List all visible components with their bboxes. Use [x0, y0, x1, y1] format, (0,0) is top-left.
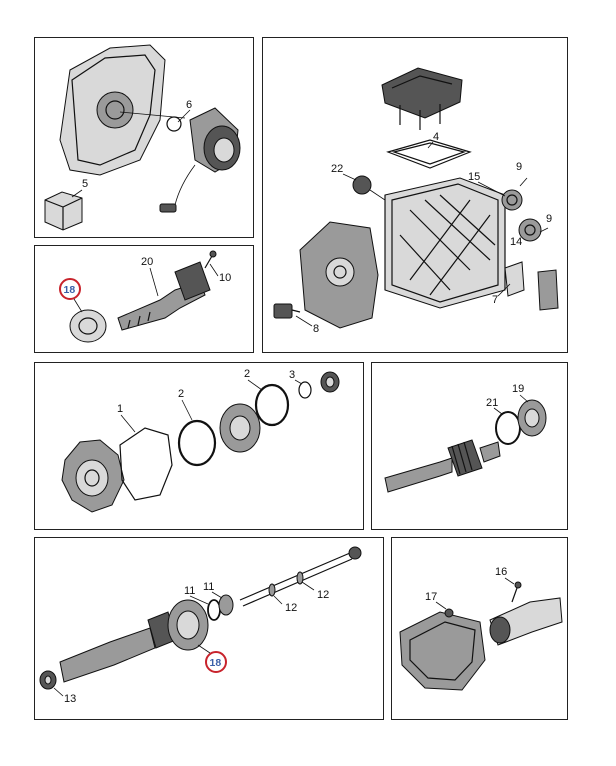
callout-7: 7 — [492, 294, 498, 306]
callout-18-top: 18 — [64, 284, 76, 296]
callout-21: 21 — [486, 397, 498, 409]
panel-output-shaft — [34, 537, 384, 720]
lubricant-box-part — [44, 191, 83, 231]
callout-10: 10 — [219, 272, 231, 284]
bolt-part-17 — [444, 608, 454, 618]
bolt-part-10 — [204, 250, 217, 269]
callout-3: 3 — [289, 369, 295, 381]
callout-12a: 12 — [285, 602, 297, 614]
callout-12b: 12 — [317, 589, 329, 601]
retainer-part-14 — [518, 218, 542, 242]
snap-rings-part-11 — [207, 594, 234, 621]
snap-ring-part-3 — [298, 381, 312, 399]
release-bearing-part — [159, 107, 241, 213]
callout-15: 15 — [468, 171, 480, 183]
bearing-part-19 — [517, 399, 547, 437]
callout-20: 20 — [141, 256, 153, 268]
callout-11b: 11 — [203, 581, 214, 593]
callout-18-bottom: 18 — [210, 657, 222, 669]
gasket-part-1 — [119, 427, 173, 501]
retainer-part-1 — [61, 439, 125, 513]
nut-part-13 — [39, 670, 57, 690]
callout-4: 4 — [433, 131, 439, 143]
callout-1: 1 — [117, 403, 123, 415]
seal-plate-part-8 — [273, 303, 301, 319]
callout-6: 6 — [186, 99, 192, 111]
output-shaft-part — [59, 546, 362, 683]
ring-part-21 — [495, 411, 521, 445]
callout-16: 16 — [495, 566, 507, 578]
callout-9b: 9 — [546, 213, 552, 225]
callout-5: 5 — [82, 178, 88, 190]
synchro-part — [219, 403, 261, 453]
sensor-part-22 — [352, 175, 386, 201]
callout-14: 14 — [510, 236, 522, 248]
clutch-housing-part — [59, 44, 186, 176]
seal-part-18-top — [69, 309, 107, 343]
o-ring-part-2a — [177, 419, 217, 467]
cover-gasket-part — [386, 139, 472, 169]
callout-8: 8 — [313, 323, 319, 335]
bracket-part-7 — [504, 261, 559, 311]
callout-9a: 9 — [516, 161, 522, 173]
callout-22: 22 — [331, 163, 343, 175]
front-cover-part — [299, 221, 379, 329]
callout-2a: 2 — [178, 388, 184, 400]
highlight-ring-18-top — [59, 278, 81, 300]
callout-2b: 2 — [244, 368, 250, 380]
bearing-part-3 — [320, 371, 340, 393]
extension-housing-part — [399, 597, 563, 691]
callout-19: 19 — [512, 383, 524, 395]
countershaft-part — [384, 439, 501, 493]
callout-17: 17 — [425, 591, 437, 603]
bolt-part-16 — [511, 581, 522, 603]
input-shaft-part-20 — [117, 261, 211, 331]
bearing-part-15 — [501, 189, 523, 211]
case-body-part — [384, 177, 506, 309]
callout-13: 13 — [64, 693, 76, 705]
shift-cover-part — [381, 67, 463, 130]
callout-11a: 11 — [184, 585, 195, 597]
highlight-ring-18-bottom — [205, 651, 227, 673]
o-ring-part-2b — [254, 383, 290, 427]
seal-part-18-bottom — [167, 599, 209, 651]
